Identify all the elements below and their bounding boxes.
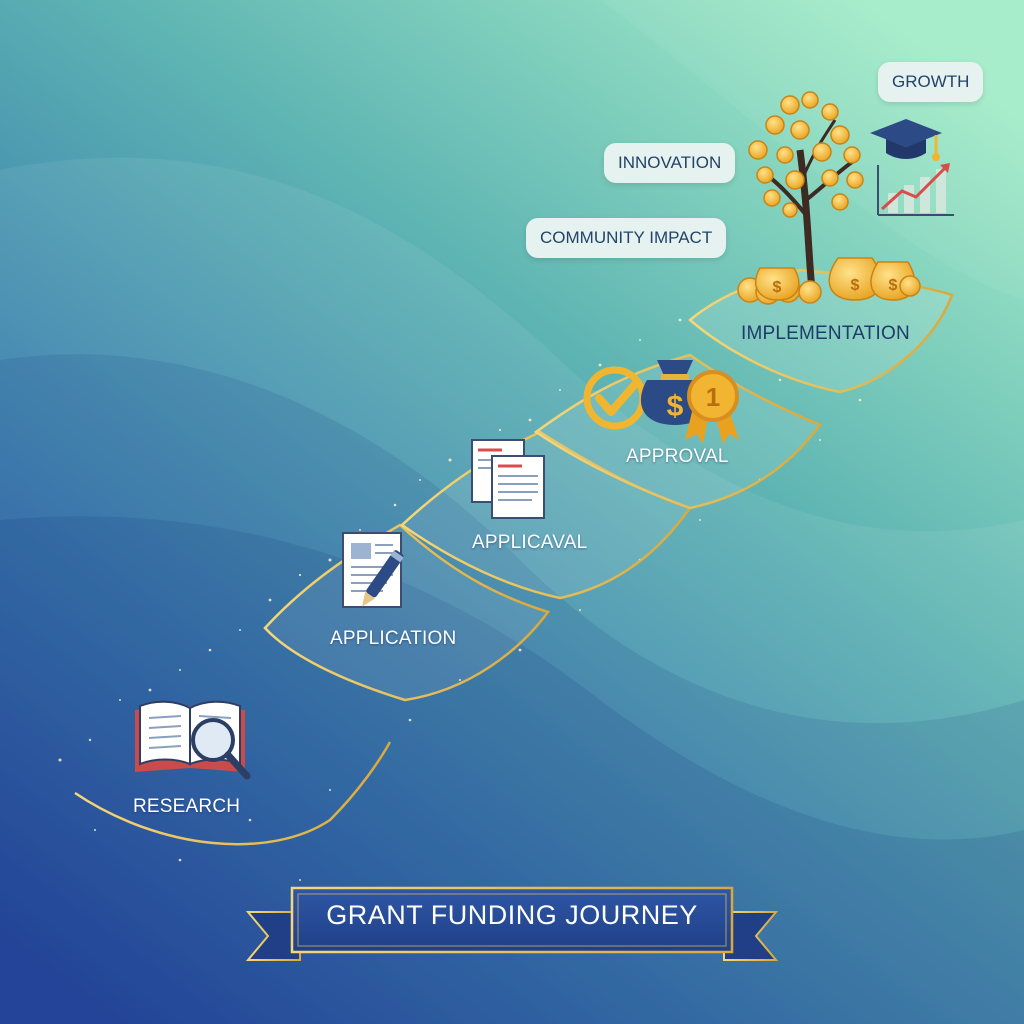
bubble-innovation: INNOVATION — [604, 143, 736, 183]
document-pen-icon — [342, 532, 404, 608]
step-label-approval: APPROVAL — [626, 446, 729, 467]
bubble-growth: GROWTH — [878, 62, 984, 102]
documents-icon — [471, 439, 545, 519]
bubble-community-impact-text: COMMUNITY IMPACT — [540, 228, 713, 247]
sparkle-trail — [58, 299, 862, 881]
open-book-magnifier-icon — [135, 700, 251, 780]
step-label-implementation: IMPLEMENTATION — [741, 323, 910, 344]
svg-text:$: $ — [667, 390, 684, 423]
step-label-research: RESEARCH — [133, 796, 241, 817]
bubble-growth-text: GROWTH — [892, 72, 970, 91]
bubble-innovation-text: INNOVATION — [618, 153, 722, 172]
svg-text:$: $ — [889, 277, 898, 294]
page-title: GRANT FUNDING JOURNEY — [326, 900, 698, 930]
bubble-community-impact: COMMUNITY IMPACT — [526, 218, 727, 258]
svg-text:1: 1 — [706, 382, 720, 412]
wave-2 — [0, 354, 1024, 1024]
graduation-chart-icon — [870, 119, 954, 216]
platform-research — [74, 741, 392, 846]
title-banner — [245, 886, 779, 961]
money-tree-icon: $ $ $ — [737, 91, 921, 305]
svg-text:$: $ — [851, 277, 860, 294]
wave-3 — [0, 516, 1024, 1024]
money-bag-check-medal-icon: $ 1 — [583, 360, 739, 444]
wave-1 — [0, 157, 1024, 1024]
step-label-applicaval: APPLICAVAL — [472, 532, 588, 553]
svg-text:$: $ — [773, 279, 782, 296]
step-label-application: APPLICATION — [330, 628, 457, 649]
